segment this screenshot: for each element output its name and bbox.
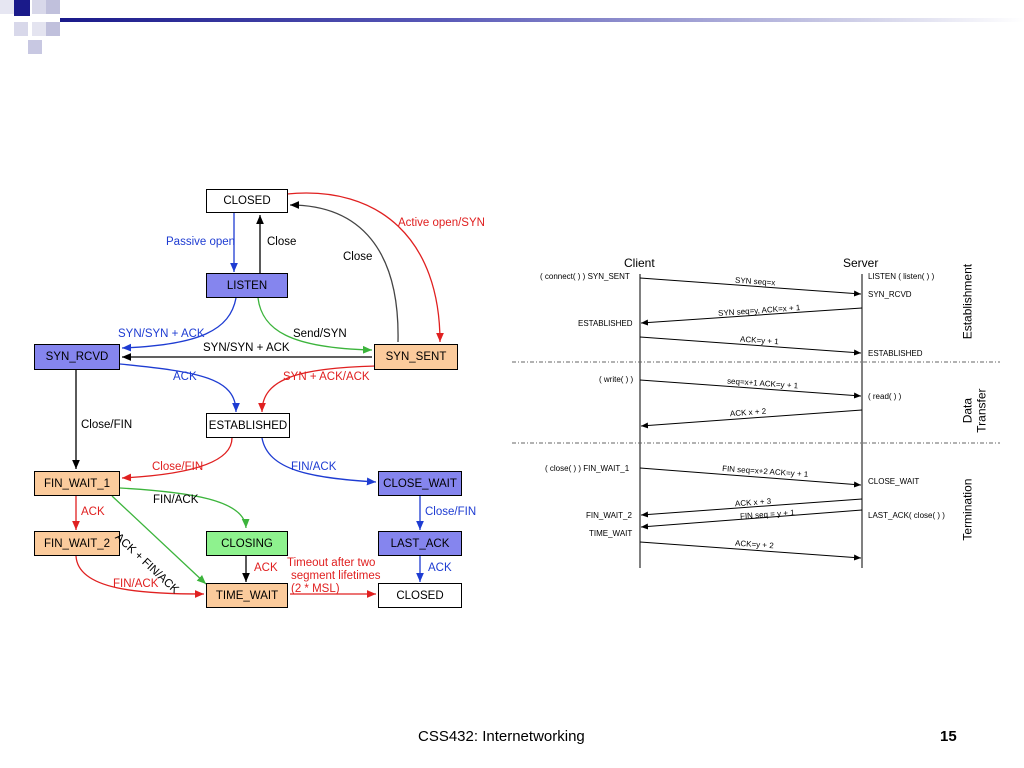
- footer-page-number: 15: [940, 728, 957, 745]
- state-close-wait: CLOSE_WAIT: [378, 471, 462, 496]
- transition-active-open: Active open/SYN: [398, 217, 485, 229]
- decor-square: [46, 0, 60, 14]
- server-note-established: ESTABLISHED: [868, 349, 923, 358]
- transition-timeout-3: (2 * MSL): [291, 583, 340, 595]
- state-syn-rcvd: SYN_RCVD: [34, 344, 120, 370]
- state-time-wait: TIME_WAIT: [206, 583, 288, 608]
- transition-close-fin-cw: Close/FIN: [425, 506, 477, 518]
- phase-data: Data: [960, 397, 975, 424]
- state-closed-bottom: CLOSED: [378, 583, 462, 608]
- state-listen: LISTEN: [206, 273, 288, 298]
- transition-timeout-1: Timeout after two: [287, 557, 376, 569]
- client-note-time-wait: TIME_WAIT: [589, 529, 633, 538]
- client-note-close: ( close( ) ) FIN_WAIT_1: [545, 464, 630, 473]
- state-fin-wait-1: FIN_WAIT_1: [34, 471, 120, 496]
- client-note-established: ESTABLISHED: [578, 319, 633, 328]
- transition-ack-closing: ACK: [254, 562, 278, 574]
- transition-close-fin-est: Close/FIN: [152, 461, 204, 473]
- state-closed-top: CLOSED: [206, 189, 288, 213]
- phase-termination: Termination: [960, 478, 975, 541]
- decor-square: [14, 22, 28, 36]
- decor-square: [28, 40, 42, 54]
- server-header: Server: [843, 256, 879, 270]
- phase-establishment: Establishment: [960, 263, 975, 340]
- decor-square: [0, 0, 14, 14]
- transition-close-fin: Close/FIN: [81, 419, 133, 431]
- state-syn-sent: SYN_SENT: [374, 344, 458, 370]
- client-header: Client: [624, 256, 655, 270]
- server-note-last-ack: LAST_ACK( close( ) ): [868, 511, 945, 520]
- transition-close-listen: Close: [267, 236, 297, 248]
- transition-fin-ack-fw1: FIN/ACK: [153, 494, 199, 506]
- transition-ack-last: ACK: [428, 562, 452, 574]
- transition-timeout-2: segment lifetimes: [291, 570, 381, 582]
- phase-transfer: Transfer: [974, 388, 989, 433]
- title-bar-decor: [60, 18, 1024, 22]
- transition-passive-open: Passive open: [166, 236, 236, 248]
- client-note-fin-wait-2: FIN_WAIT_2: [586, 511, 632, 520]
- client-note-connect: ( connect( ) ) SYN_SENT: [540, 272, 630, 281]
- state-fin-wait-2: FIN_WAIT_2: [34, 531, 120, 556]
- decor-square: [32, 0, 46, 14]
- transition-close-syn-sent: Close: [343, 251, 373, 263]
- decor-square: [46, 22, 60, 36]
- transition-syn-synack-2: SYN/SYN + ACK: [203, 342, 290, 354]
- server-note-syn-rcvd: SYN_RCVD: [868, 290, 912, 299]
- transition-syn-synack-1: SYN/SYN + ACK: [118, 328, 205, 340]
- server-note-listen: LISTEN ( listen( ) ): [868, 272, 935, 281]
- transition-fin-ack-est: FIN/ACK: [291, 461, 337, 473]
- client-note-write: ( write( ) ): [599, 375, 634, 384]
- decor-square: [14, 0, 30, 16]
- server-note-read: ( read( ) ): [868, 392, 902, 401]
- footer-course: CSS432: Internetworking: [418, 728, 585, 745]
- transition-synack-ack: SYN + ACK/ACK: [283, 371, 370, 383]
- state-last-ack: LAST_ACK: [378, 531, 462, 556]
- transition-ack: ACK: [173, 371, 197, 383]
- decor-square: [32, 22, 46, 36]
- state-established: ESTABLISHED: [206, 413, 290, 438]
- server-note-close-wait: CLOSE_WAIT: [868, 477, 920, 486]
- transition-fin-ack-fw2: FIN/ACK: [113, 578, 159, 590]
- transition-send-syn: Send/SYN: [293, 328, 347, 340]
- state-closing: CLOSING: [206, 531, 288, 556]
- transition-ack-fw1: ACK: [81, 506, 105, 518]
